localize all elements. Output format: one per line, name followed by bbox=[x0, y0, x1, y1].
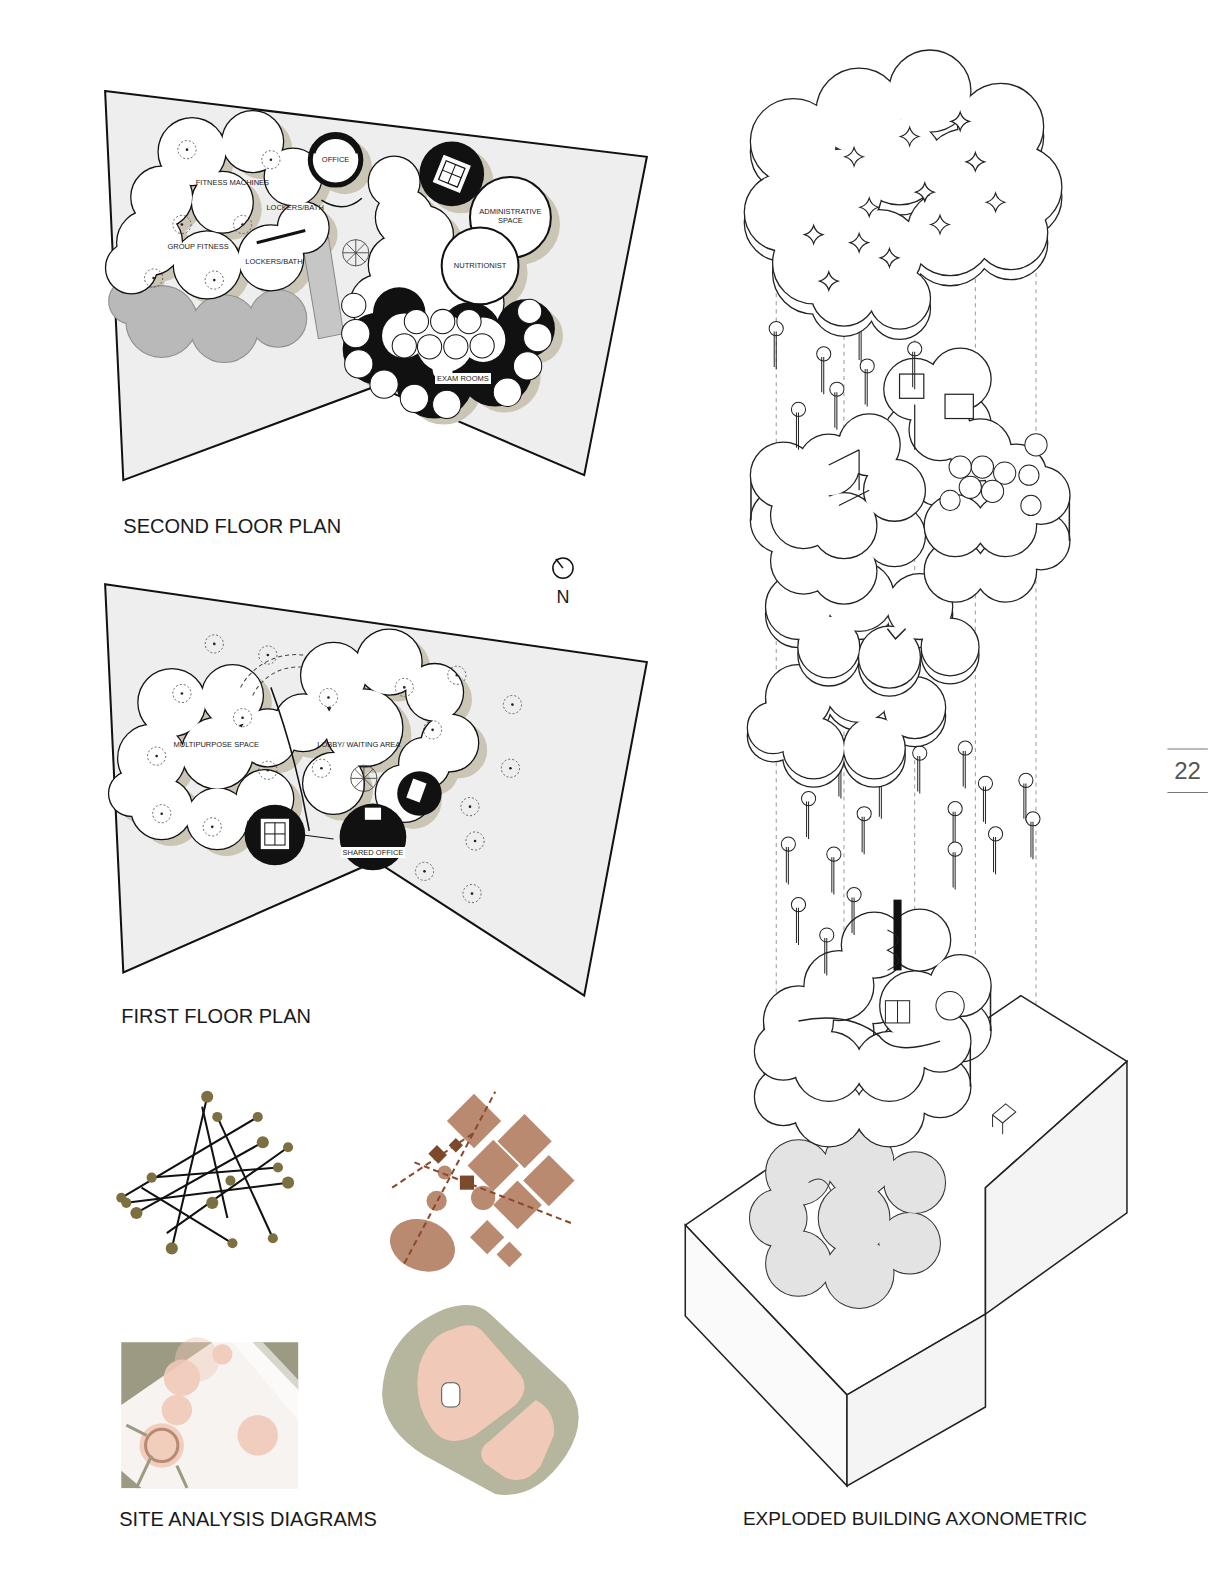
north-arrow bbox=[553, 558, 573, 578]
page-number-rules bbox=[1167, 749, 1207, 792]
room-label: NUTRITIONIST bbox=[452, 260, 509, 271]
page-number: 22 bbox=[1174, 758, 1201, 784]
drawing-caption: EXPLODED BUILDING AXONOMETRIC bbox=[743, 1509, 1087, 1530]
room-name: GROUP FITNESS bbox=[168, 242, 229, 251]
drawing-caption: SECOND FLOOR PLAN bbox=[123, 515, 341, 537]
north-label: N bbox=[556, 588, 569, 608]
room-name: LOCKERS/BATH bbox=[266, 203, 323, 212]
room-name: NUTRITIONIST bbox=[454, 261, 507, 270]
drawing-caption: FIRST FLOOR PLAN bbox=[121, 1005, 311, 1027]
room-name: LOBBY/ WAITING AREA bbox=[317, 740, 400, 749]
room-label: EXAM ROOMS bbox=[435, 373, 491, 384]
exploded-axonometric bbox=[685, 51, 1127, 1486]
room-name: SHARED OFFICE bbox=[343, 848, 404, 857]
room-label: LOCKERS/BATH bbox=[243, 256, 304, 267]
site-analysis-diagrams bbox=[116, 1091, 578, 1495]
room-label: GROUP FITNESS bbox=[166, 241, 231, 252]
room-label: ADMINISTRATIVE SPACE bbox=[477, 206, 544, 226]
room-name: LOCKERS/BATH bbox=[245, 257, 302, 266]
room-label: LOBBY/ WAITING AREA bbox=[315, 739, 402, 750]
drawing-caption: SITE ANALYSIS DIAGRAMS bbox=[119, 1508, 376, 1530]
room-label: LOCKERS/BATH bbox=[264, 202, 325, 213]
room-name: MULTIPURPOSE SPACE bbox=[174, 740, 260, 749]
room-name: EXAM ROOMS bbox=[437, 374, 489, 383]
room-label: OFFICE bbox=[320, 154, 352, 165]
room-name: ADMINISTRATIVE SPACE bbox=[479, 207, 542, 225]
second-floor-plan bbox=[105, 91, 647, 480]
first-floor-plan bbox=[105, 584, 647, 995]
room-name: FITNESS MACHINES bbox=[196, 178, 269, 187]
room-label: MULTIPURPOSE SPACE bbox=[172, 739, 262, 750]
room-name: OFFICE bbox=[322, 155, 350, 164]
room-label: SHARED OFFICE bbox=[341, 847, 406, 858]
room-label: FITNESS MACHINES bbox=[194, 177, 271, 188]
